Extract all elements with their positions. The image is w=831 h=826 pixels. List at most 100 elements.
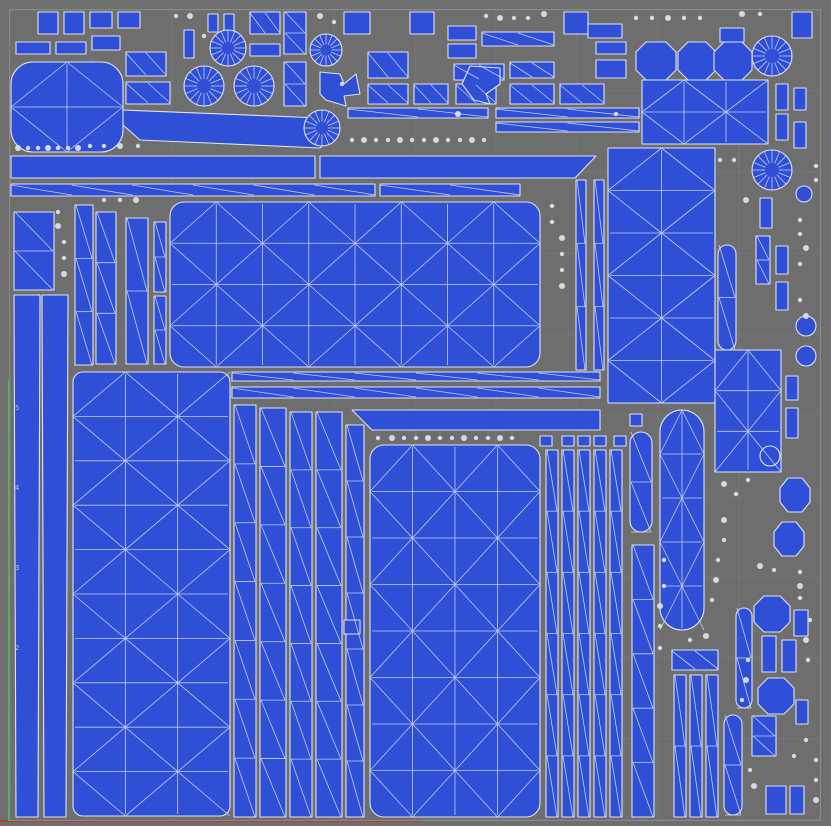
uv-island-small[interactable] bbox=[561, 435, 575, 447]
uv-island-block[interactable] bbox=[671, 649, 719, 671]
uv-island-small[interactable] bbox=[37, 11, 59, 35]
wire-edge bbox=[71, 184, 133, 196]
uv-island-small[interactable] bbox=[343, 619, 361, 635]
uv-island-small[interactable] bbox=[793, 87, 807, 111]
uv-island-small[interactable] bbox=[759, 197, 773, 229]
uv-island-strip[interactable] bbox=[231, 371, 601, 382]
uv-island-strip[interactable] bbox=[319, 155, 597, 179]
wire-edge bbox=[347, 108, 419, 118]
uv-island-small[interactable] bbox=[793, 609, 809, 637]
uv-island-octagon[interactable] bbox=[757, 677, 795, 715]
uv-island-small[interactable] bbox=[15, 41, 51, 55]
uv-island-strip[interactable] bbox=[351, 409, 601, 431]
uv-island-small[interactable] bbox=[789, 785, 805, 815]
uv-island-strip[interactable] bbox=[495, 121, 640, 133]
wire-edge bbox=[208, 71, 219, 82]
uv-island-small[interactable] bbox=[89, 11, 113, 29]
uv-island-small[interactable] bbox=[791, 11, 813, 39]
uv-island-small[interactable] bbox=[481, 31, 555, 47]
wire-edge bbox=[610, 755, 622, 818]
uv-island-small[interactable] bbox=[785, 407, 799, 439]
uv-island-octagon[interactable] bbox=[773, 521, 805, 557]
uv-island-star[interactable] bbox=[461, 65, 501, 105]
uv-island-octagon[interactable] bbox=[713, 41, 753, 81]
uv-island-octagon[interactable] bbox=[635, 41, 677, 81]
uv-island-small[interactable] bbox=[447, 25, 477, 41]
uv-island-vstrip[interactable] bbox=[41, 294, 69, 818]
wire-edge bbox=[96, 262, 116, 314]
uv-island-small[interactable] bbox=[367, 51, 409, 79]
uv-island-small[interactable] bbox=[629, 413, 643, 427]
uv-island-small[interactable] bbox=[539, 435, 553, 447]
uv-island-strip[interactable] bbox=[347, 107, 489, 119]
wire-edge bbox=[290, 527, 312, 586]
uv-island-small[interactable] bbox=[207, 13, 219, 33]
uv-island-small[interactable] bbox=[223, 13, 235, 33]
uv-island-small[interactable] bbox=[125, 81, 171, 105]
uv-island-small[interactable] bbox=[595, 41, 627, 55]
uv-island-small[interactable] bbox=[63, 11, 85, 35]
uv-island-strip[interactable] bbox=[231, 386, 601, 399]
wire-edge bbox=[354, 325, 402, 368]
uv-island-small[interactable] bbox=[447, 43, 477, 59]
uv-pin-dot bbox=[55, 223, 61, 229]
uv-island-small[interactable] bbox=[183, 29, 195, 59]
uv-island-small[interactable] bbox=[409, 11, 435, 35]
wire-edge bbox=[220, 53, 226, 65]
uv-island-small[interactable] bbox=[559, 83, 605, 105]
uv-island-small[interactable] bbox=[249, 11, 281, 35]
uv-island-small[interactable] bbox=[595, 59, 627, 79]
uv-island-small[interactable] bbox=[793, 121, 807, 149]
uv-island-small[interactable] bbox=[117, 11, 141, 29]
uv-island-small[interactable] bbox=[343, 11, 371, 35]
uv-island-small[interactable] bbox=[613, 435, 627, 447]
uv-island-disc[interactable] bbox=[795, 345, 817, 367]
uv-island-small[interactable] bbox=[367, 83, 409, 105]
uv-island-disc[interactable] bbox=[795, 185, 813, 203]
uv-island-octagon[interactable] bbox=[779, 477, 811, 513]
uv-island-small[interactable] bbox=[795, 699, 809, 725]
uv-island-small[interactable] bbox=[577, 435, 591, 447]
wire-edge bbox=[607, 147, 662, 191]
uv-island-small[interactable] bbox=[587, 23, 623, 39]
uv-island-strip[interactable] bbox=[10, 183, 376, 197]
uv-island-small[interactable] bbox=[775, 245, 789, 275]
uv-island-small[interactable] bbox=[785, 375, 799, 401]
uv-island-small[interactable] bbox=[413, 83, 449, 105]
uv-island-small[interactable] bbox=[55, 41, 87, 55]
uv-island-small[interactable] bbox=[125, 51, 167, 77]
wire-edge bbox=[329, 53, 338, 62]
wire-edge bbox=[319, 35, 325, 45]
uv-island-small[interactable] bbox=[563, 11, 589, 35]
wire-edge bbox=[75, 258, 93, 312]
wire-edge bbox=[477, 387, 539, 398]
uv-island-octagon[interactable] bbox=[753, 595, 791, 633]
uv-island-small[interactable] bbox=[775, 281, 789, 311]
wire-edge bbox=[147, 82, 171, 104]
uv-island-small[interactable] bbox=[775, 113, 789, 141]
uv-island-small[interactable] bbox=[775, 83, 789, 111]
uv-island-strip[interactable] bbox=[10, 155, 316, 179]
uv-island-small[interactable] bbox=[249, 43, 281, 57]
wire-edge bbox=[578, 755, 590, 818]
wire-edge bbox=[308, 325, 356, 368]
wire-edge bbox=[354, 372, 417, 381]
uv-island-octagon[interactable] bbox=[677, 41, 717, 81]
uv-island-small[interactable] bbox=[91, 35, 121, 51]
uv-island-small[interactable] bbox=[765, 785, 787, 815]
wire-edge bbox=[234, 581, 256, 641]
uv-island-strip[interactable] bbox=[379, 183, 521, 197]
uv-island-small[interactable] bbox=[781, 639, 797, 673]
wire-edge bbox=[632, 708, 654, 763]
uv-island-star[interactable] bbox=[319, 71, 361, 107]
uv-island-small[interactable] bbox=[509, 83, 555, 105]
uv-island-disc[interactable] bbox=[759, 445, 781, 467]
uv-island-strip[interactable] bbox=[495, 107, 640, 119]
uv-island-small[interactable] bbox=[719, 27, 745, 43]
uv-island-small[interactable] bbox=[509, 61, 555, 79]
uv-island-vstrip[interactable] bbox=[13, 294, 41, 818]
uv-pin-dot bbox=[657, 645, 663, 651]
uv-island-small[interactable] bbox=[593, 435, 607, 447]
uv-island-small[interactable] bbox=[761, 635, 777, 673]
